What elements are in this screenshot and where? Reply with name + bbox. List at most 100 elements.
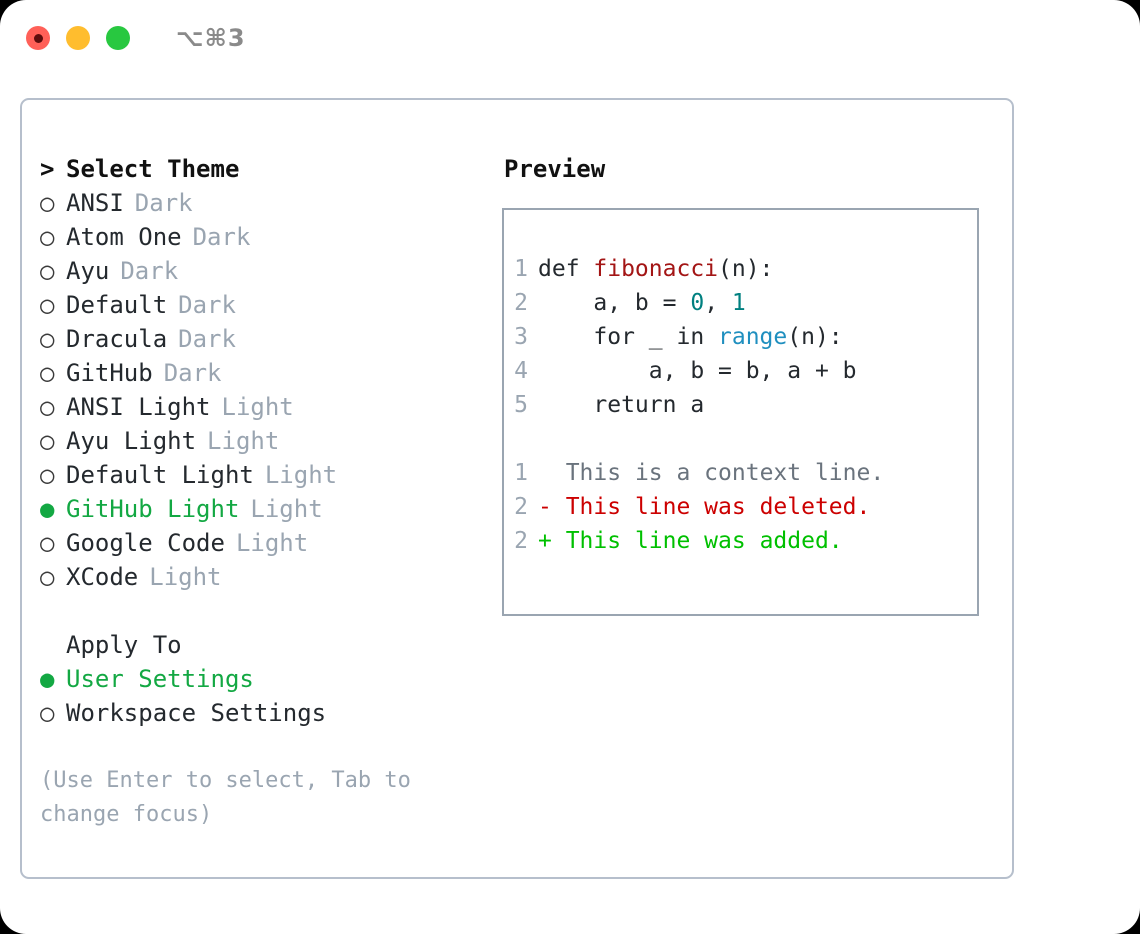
code-token: (n): [787,324,843,350]
theme-list-item[interactable]: ○ Default Light Light [40,458,502,492]
radio-empty-icon: ○ [40,291,55,319]
code-line: 3 for _ in range(n): [504,320,977,354]
apply-to-heading: Apply To [40,628,502,662]
code-token: fibonacci [593,256,719,282]
diff-line: 1 This is a context line. [504,456,977,490]
theme-list-item[interactable]: ○ Dracula Dark [40,322,502,356]
minimize-button[interactable] [66,26,90,50]
theme-name-label: ANSI Light [66,393,211,421]
radio-empty-icon: ○ [40,427,55,455]
maximize-button[interactable] [106,26,130,50]
theme-variant-label: Dark [134,189,193,217]
radio-selected-icon: ● [40,665,55,693]
code-line-text: a, b = b, a + b [538,354,857,388]
code-token: 0 [690,290,705,316]
code-token: 1 [731,290,746,316]
theme-name-label: GitHub [66,359,153,387]
diff-block: 1 This is a context line.2- This line wa… [504,456,977,558]
apply-to-heading-label: Apply To [66,631,182,659]
code-line: 2 a, b = 0, 1 [504,286,977,320]
theme-name-label: Google Code [66,529,225,557]
theme-list-item[interactable]: ○ Google Code Light [40,526,502,560]
radio-empty-icon: ○ [40,393,55,421]
code-token: return a [538,392,705,418]
code-line: 4 a, b = b, a + b [504,354,977,388]
theme-name-label: XCode [66,563,139,591]
code-line-number: 5 [514,392,528,418]
radio-empty-icon: ○ [40,359,55,387]
code-token: (n): [718,256,774,282]
theme-variant-label: Dark [163,359,222,387]
diff-line-text: + This line was added. [538,524,843,558]
apply-to-item[interactable]: ○Workspace Settings [40,696,502,730]
radio-empty-icon: ○ [40,529,55,557]
theme-list-item[interactable]: ○ Default Dark [40,288,502,322]
code-line-text: return a [538,388,704,422]
close-inner-dot [33,33,43,43]
theme-name-label: Dracula [66,325,168,353]
code-token: range [718,324,788,350]
diff-line-number: 1 [514,460,528,486]
diff-line-text: - This line was deleted. [538,490,870,524]
select-theme-heading-label: Select Theme [66,155,240,183]
radio-empty-icon: ○ [40,257,55,285]
radio-empty-icon: ○ [40,461,55,489]
code-token: , [704,290,732,316]
apply-to-label: User Settings [66,665,254,693]
diff-text: This is a context line. [565,460,885,486]
radio-empty-icon: ○ [40,699,55,727]
radio-empty-icon: ○ [40,223,55,251]
theme-name-label: Ayu [66,257,110,285]
theme-name-label: Default Light [66,461,254,489]
code-token: a, b = b, a + b [538,358,857,384]
diff-line-number: 2 [514,528,528,554]
radio-empty-icon: ○ [40,563,55,591]
code-line: 5 return a [504,388,977,422]
theme-list-item[interactable]: ○ ANSI Dark [40,186,502,220]
code-line-text: for _ in range(n): [538,320,843,354]
radio-empty-icon: ○ [40,325,55,353]
theme-name-label: ANSI [66,189,124,217]
theme-list-item[interactable]: ○ GitHub Dark [40,356,502,390]
theme-list-item[interactable]: ○ Ayu Dark [40,254,502,288]
traffic-lights [26,26,130,50]
code-line-number: 2 [514,290,528,316]
diff-text: This line was deleted. [565,494,871,520]
theme-variant-label: Dark [178,291,236,319]
theme-name-label: Default [66,291,168,319]
radio-selected-icon: ● [40,495,55,523]
title-bar: ⌥⌘3 [0,0,1140,76]
theme-variant-label: Light [235,529,309,557]
diff-line-number: 2 [514,494,528,520]
keyboard-hint: (Use Enter to select, Tab to change focu… [40,768,411,827]
diff-marker: - [538,494,566,520]
keyboard-shortcut-label: ⌥⌘3 [176,24,246,52]
diff-line: 2 + This line was added. [504,524,977,558]
radio-empty-icon: ○ [40,189,55,217]
code-line-text: def fibonacci(n): [538,252,773,286]
diff-marker: + [538,528,566,554]
diff-text: This line was added. [565,528,843,554]
theme-variant-label: Dark [178,325,236,353]
code-blank-line [504,422,977,456]
code-line-number: 4 [514,358,528,384]
diff-marker [538,460,566,486]
diff-line: 2- This line was deleted. [504,490,977,524]
code-token: a, b = [538,290,691,316]
theme-variant-label: Dark [192,223,251,251]
close-button[interactable] [26,26,50,50]
theme-variant-label: Light [264,461,338,489]
theme-variant-label: Dark [120,257,179,285]
apply-to-item[interactable]: ● User Settings [40,662,502,696]
